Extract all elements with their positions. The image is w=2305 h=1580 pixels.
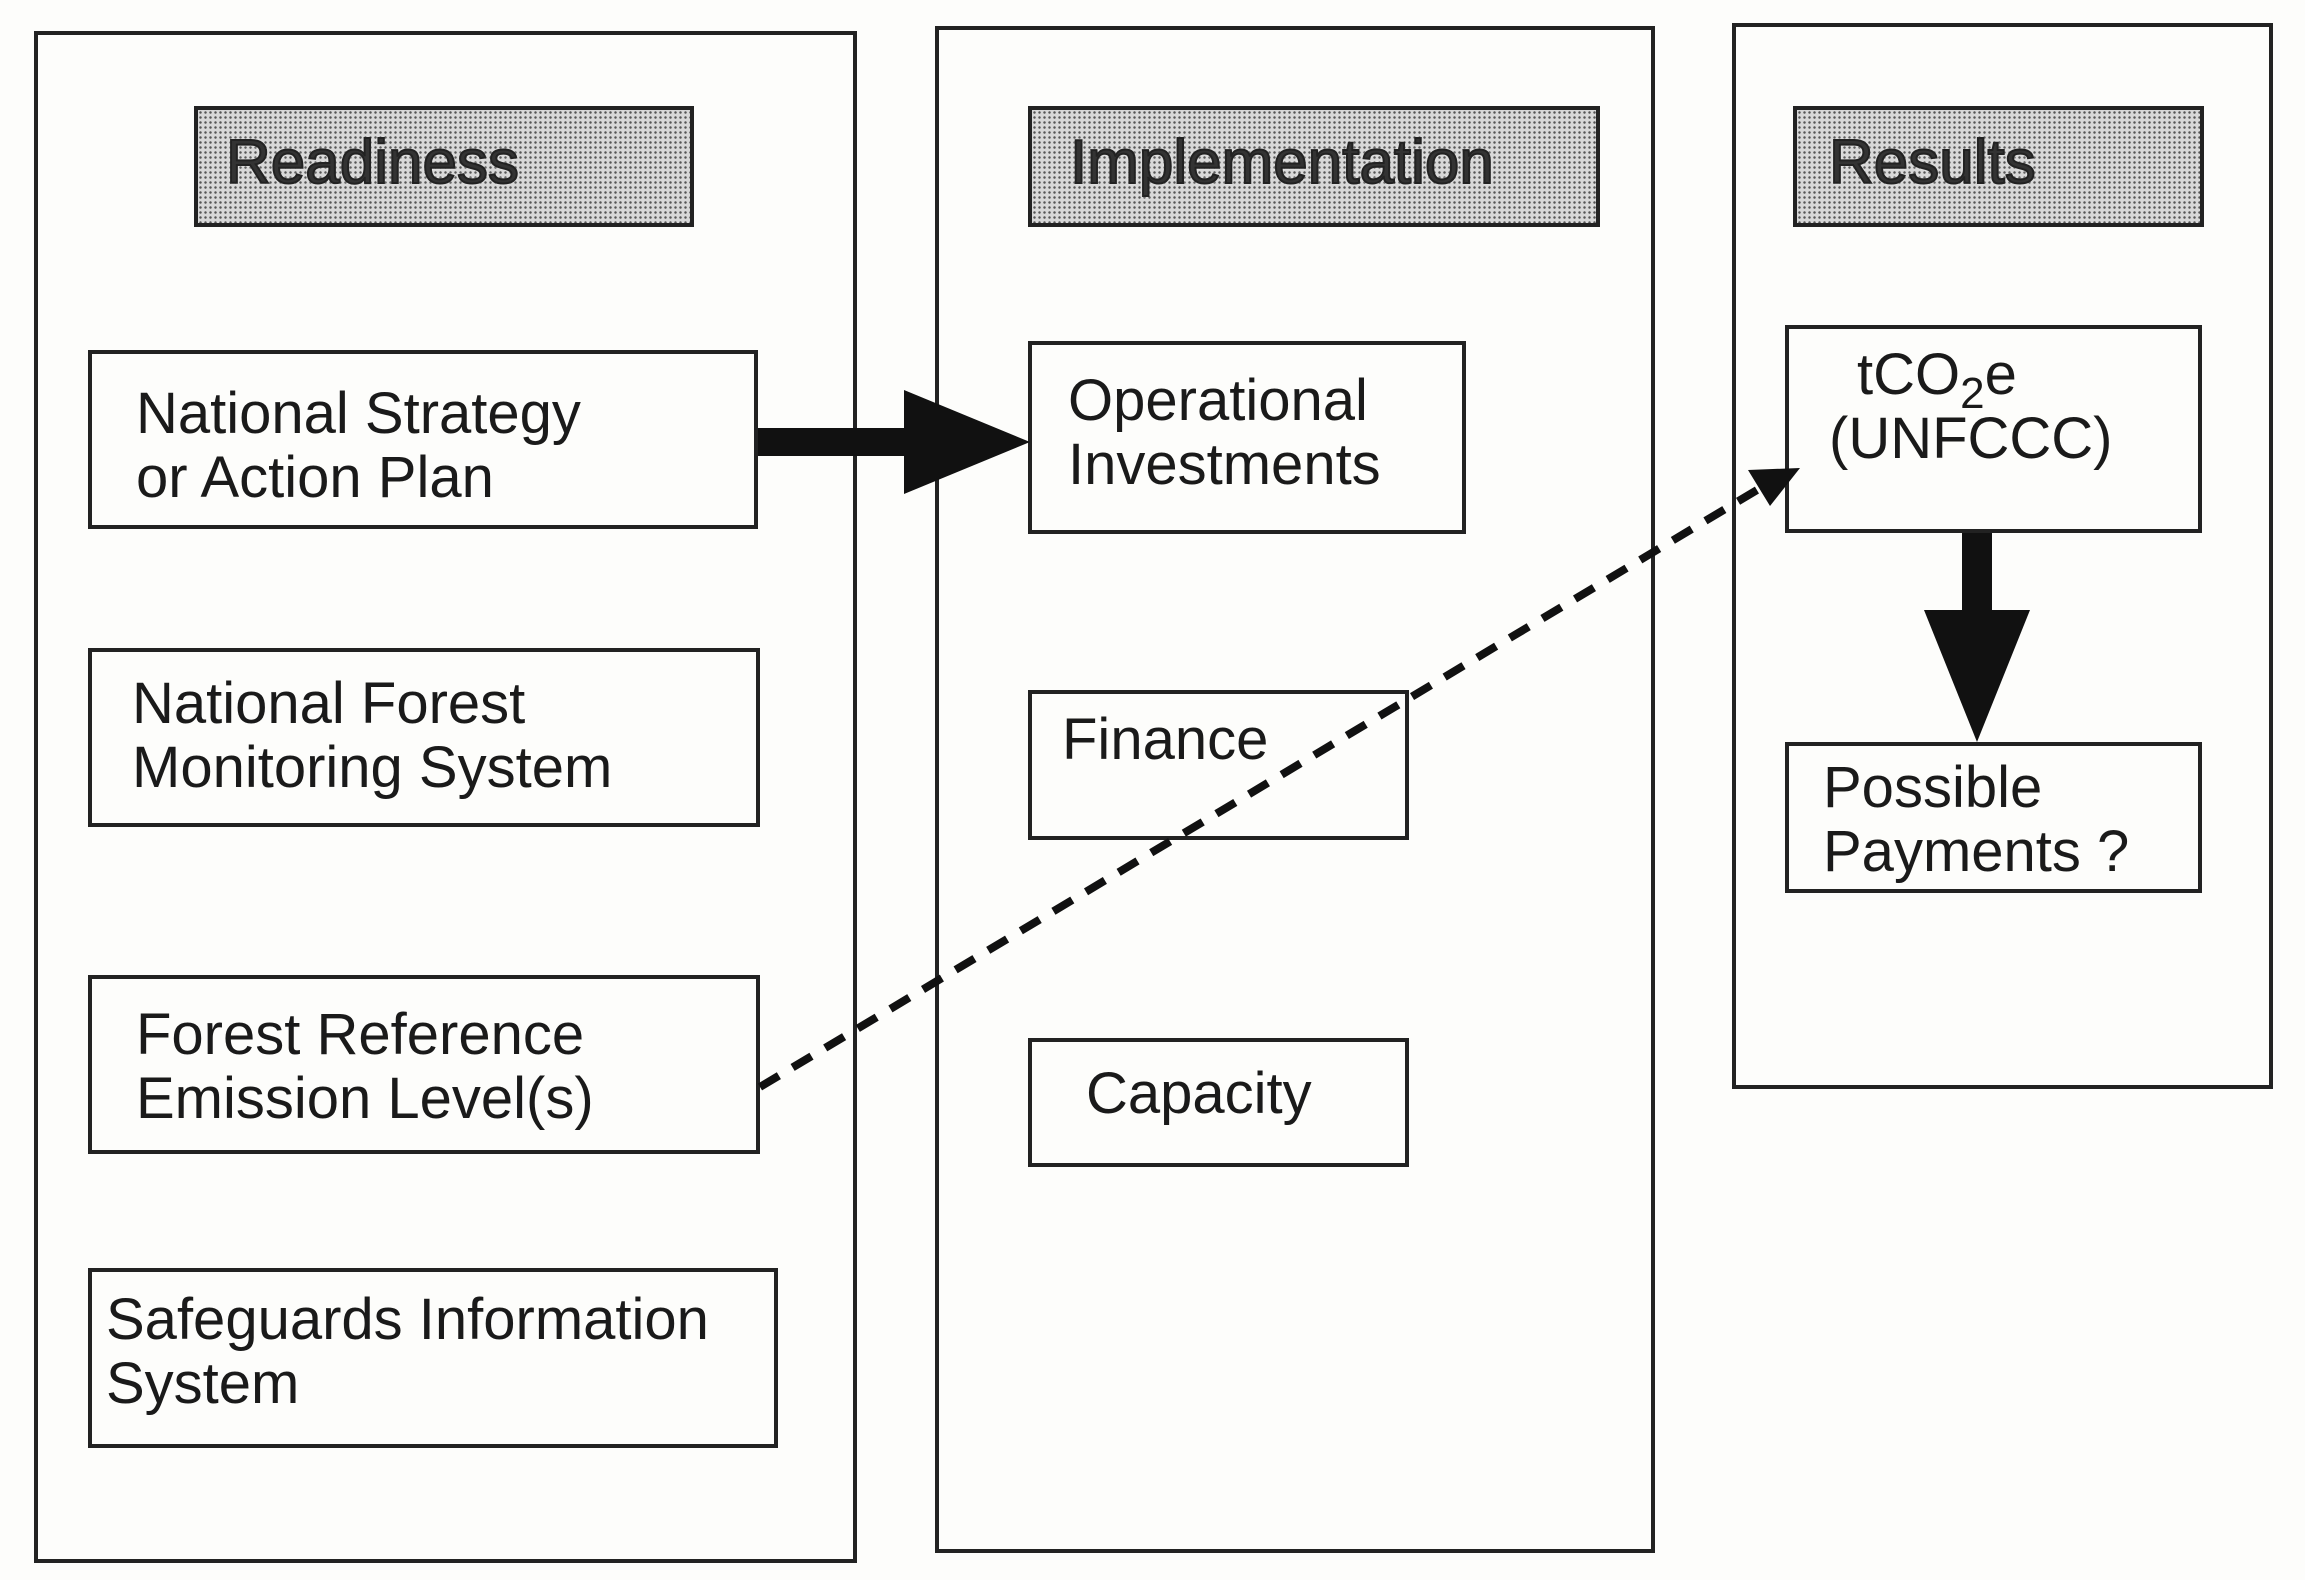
finance-label: Finance xyxy=(1062,707,1269,772)
possible-payments-line1: Possible xyxy=(1823,755,2043,820)
results-header: Results xyxy=(1793,106,2204,227)
tco2e-to-payments-arrow xyxy=(1924,533,2030,742)
tco2e-line2: (UNFCCC) xyxy=(1829,406,2113,471)
safeguards-box: Safeguards Information System xyxy=(88,1268,778,1448)
national-strategy-line1: National Strategy xyxy=(136,381,581,446)
reference-emission-line2: Emission Level(s) xyxy=(136,1066,594,1131)
forest-monitoring-line1: National Forest xyxy=(132,671,526,736)
operational-investments-line2: Investments xyxy=(1068,432,1381,497)
strategy-to-investments-arrow xyxy=(758,390,1030,494)
tco2e-line1: tCO2e xyxy=(1829,342,2198,416)
possible-payments-line2: Payments ? xyxy=(1823,819,2130,884)
possible-payments-box: Possible Payments ? xyxy=(1785,742,2202,893)
capacity-label: Capacity xyxy=(1086,1061,1312,1126)
implementation-header-label: Implementation xyxy=(1069,128,1495,197)
reference-emission-box: Forest Reference Emission Level(s) xyxy=(88,975,760,1154)
forest-monitoring-line2: Monitoring System xyxy=(132,735,613,800)
operational-investments-box: Operational Investments xyxy=(1028,341,1466,534)
results-header-label: Results xyxy=(1828,128,2037,197)
national-strategy-box: National Strategy or Action Plan xyxy=(88,350,758,529)
forest-monitoring-box: National Forest Monitoring System xyxy=(88,648,760,827)
national-strategy-line2: or Action Plan xyxy=(136,445,494,510)
tco2e-subscript: 2 xyxy=(1960,369,1985,418)
operational-investments-line1: Operational xyxy=(1068,368,1368,433)
safeguards-line1: Safeguards Information xyxy=(106,1287,709,1352)
emission-to-tco2e-dashed-arrow xyxy=(757,468,1800,1091)
readiness-header: Readiness xyxy=(194,106,694,227)
implementation-header: Implementation xyxy=(1028,106,1600,227)
readiness-header-label: Readiness xyxy=(225,128,520,197)
tco2e-prefix: tCO xyxy=(1857,342,1961,407)
reference-emission-line1: Forest Reference xyxy=(136,1002,585,1067)
capacity-box: Capacity xyxy=(1028,1038,1409,1167)
tco2e-box: tCO2e (UNFCCC) xyxy=(1785,325,2202,533)
tco2e-suffix: e xyxy=(1984,342,2017,407)
safeguards-line2: System xyxy=(106,1351,300,1416)
